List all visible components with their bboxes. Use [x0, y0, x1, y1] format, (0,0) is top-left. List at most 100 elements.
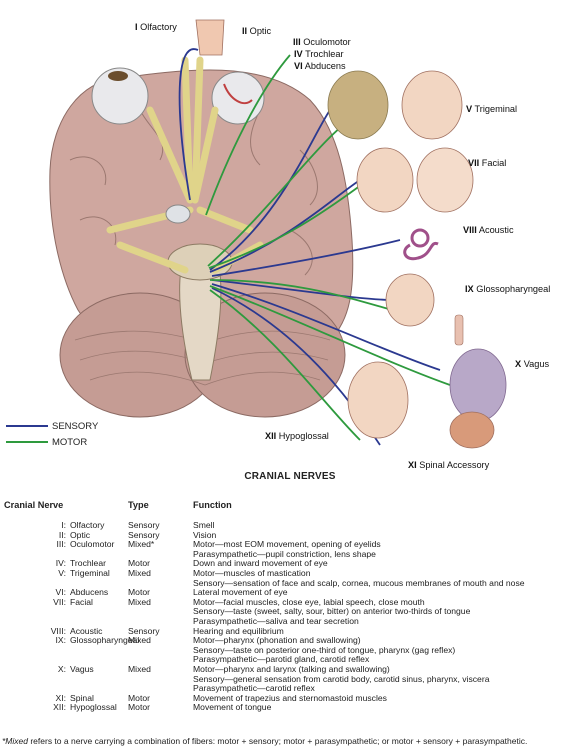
- function-line: Parasympathetic—carotid reflex: [193, 683, 315, 694]
- label-oculomotor: III Oculomotor: [293, 37, 351, 47]
- nerve-number: VII:: [53, 596, 66, 607]
- function-line: Movement of trapezius and sternomastoid …: [193, 692, 387, 703]
- nerve-name: Optic: [70, 529, 91, 540]
- viscera-vagus: [449, 314, 507, 449]
- label-olfactory: I Olfactory: [135, 22, 177, 32]
- nose-illustration: [195, 19, 225, 56]
- head-profile-glossopharyngeal: [385, 273, 435, 327]
- label-trochlear: IV Trochlear: [294, 49, 344, 59]
- nerve-type: Motor: [128, 692, 150, 703]
- nerve-type: Motor: [128, 587, 150, 598]
- label-abducens: VI Abducens: [294, 61, 346, 71]
- eyeball-right: [211, 71, 265, 125]
- nerve-name: Oculomotor: [70, 539, 115, 550]
- nerve-function: Motor—pharynx (phonation and swallowing)…: [193, 636, 455, 665]
- nerve-function: Motor—facial muscles, close eye, labial …: [193, 596, 471, 627]
- nerve-type: Mixed: [128, 635, 151, 646]
- nerve-name: Vagus: [70, 663, 94, 674]
- nerve-number: II:: [58, 529, 66, 540]
- head-profile-hypoglossal: [347, 361, 409, 439]
- head-profile-facial: [356, 147, 474, 213]
- table-row: XII: Hypoglossal Motor Movement of tongue: [0, 703, 580, 713]
- nerve-function: Hearing and equilibrium: [193, 625, 284, 637]
- brain-inferior-view: [49, 69, 354, 418]
- function-line: Down and inward movement of eye: [193, 558, 328, 569]
- nerve-function: Down and inward movement of eye: [193, 559, 328, 569]
- label-hypoglossal: XII Hypoglossal: [265, 431, 329, 441]
- legend-motor: MOTOR: [6, 437, 87, 448]
- label-glossopharyngeal: IX Glossopharyngeal: [465, 284, 551, 294]
- eyeball-left: [91, 67, 149, 125]
- nerve-function: Lateral movement of eye: [193, 588, 288, 598]
- nerve-function: Smell: [193, 520, 215, 531]
- function-line: Parasympathetic—parotid gland, carotid r…: [193, 654, 370, 665]
- table-row: VII: Facial Mixed Motor—facial muscles, clo…: [0, 596, 580, 627]
- function-line: Motor—muscles of mastication: [193, 567, 311, 578]
- label-vagus: X Vagus: [515, 359, 550, 369]
- legend-sensory: SENSORY: [6, 421, 98, 432]
- nerve-number: XI:: [55, 692, 66, 703]
- nerve-function: Movement of trapezius and sternomastoid …: [193, 692, 387, 704]
- nerve-number: X:: [57, 663, 66, 674]
- table-row: X: Vagus Mixed Motor—pharynx and larynx (ta…: [0, 663, 580, 694]
- legend-motor-swatch: [6, 441, 48, 444]
- nerve-name: Glossopharyngeal: [70, 635, 140, 646]
- function-line: Sensory—taste on posterior one-third of …: [193, 644, 456, 655]
- function-line: Motor—facial muscles, close eye, labial …: [193, 596, 425, 607]
- nerve-trunks: [106, 56, 264, 274]
- function-line: Lateral movement of eye: [193, 587, 288, 598]
- nerve-number: III:: [56, 539, 66, 550]
- function-line: Motor—pharynx (phonation and swallowing): [193, 635, 361, 646]
- label-optic: II Optic: [242, 26, 272, 36]
- nerve-function: Movement of tongue: [193, 703, 271, 713]
- nerve-type: Mixed: [128, 567, 151, 578]
- function-line: Sensory—general sensation from carotid b…: [193, 673, 490, 684]
- nerve-name: Facial: [70, 596, 93, 607]
- nerve-type: Mixed: [128, 663, 151, 674]
- function-line: Smell: [193, 520, 215, 530]
- nerve-number: IX:: [55, 635, 66, 646]
- function-line: Sensory—taste (sweet, salty, sour, bitte…: [193, 606, 471, 617]
- nerve-type: Motor: [128, 702, 150, 713]
- nerve-function: Motor—most EOM movement, opening of eyel…: [193, 540, 381, 559]
- header-function: Function: [193, 500, 232, 510]
- nerve-type: Sensory: [128, 625, 160, 636]
- figure-title: CRANIAL NERVES: [244, 471, 336, 482]
- label-acoustic: VIII Acoustic: [463, 225, 514, 235]
- nerve-number: IV:: [55, 558, 66, 569]
- function-line: Hearing and equilibrium: [193, 625, 284, 636]
- head-profile-trigeminal: [327, 70, 463, 140]
- function-line: Movement of tongue: [193, 702, 272, 713]
- nerve-number: VIII:: [50, 625, 66, 636]
- legend-sensory-swatch: [6, 425, 48, 428]
- nerve-name: Abducens: [70, 587, 109, 598]
- nerve-name: Acoustic: [70, 625, 103, 636]
- header-type: Type: [128, 500, 149, 510]
- optic-chiasm: [165, 204, 191, 224]
- cranial-nerves-illustration: [49, 19, 507, 449]
- nerve-name: Hypoglossal: [70, 702, 117, 713]
- function-line: Vision: [193, 529, 217, 540]
- table-row: VIII: Acoustic Sensory Hearing and equilibr…: [0, 625, 580, 637]
- nerve-type: Mixed*: [128, 539, 155, 550]
- nerve-type: Sensory: [128, 520, 160, 530]
- function-line: Motor—most EOM movement, opening of eyel…: [193, 539, 381, 550]
- table-row: VI: Abducens Motor Lateral movement of eye: [0, 588, 580, 598]
- header-cranial-nerve: Cranial Nerve: [4, 500, 64, 510]
- nerve-function: Motor—pharynx and larynx (talking and sw…: [193, 663, 490, 694]
- label-facial: VII Facial: [468, 158, 507, 168]
- nerve-type: Motor: [128, 558, 150, 569]
- nerve-type: Mixed: [128, 596, 151, 607]
- nerve-number: VI:: [55, 587, 66, 598]
- function-line: Motor—pharynx and larynx (talking and sw…: [193, 663, 390, 674]
- nerve-number: XII:: [53, 702, 66, 713]
- footnote: *Mixed refers to a nerve carrying a comb…: [2, 736, 528, 746]
